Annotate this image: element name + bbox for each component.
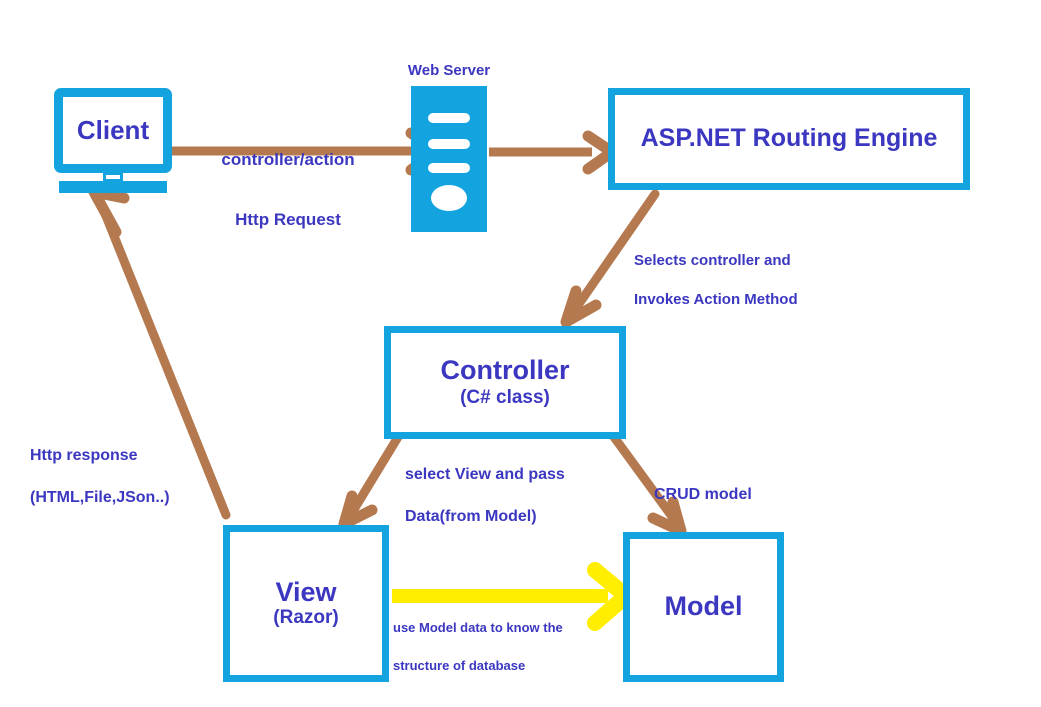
- label-structure-of-database: structure of database: [393, 657, 526, 673]
- view-node[interactable]: View (Razor): [223, 525, 389, 682]
- server-slot-3: [428, 163, 470, 173]
- arrow-controller-to-view: [338, 432, 403, 530]
- label-view-to-model: use Model data to know the structure of …: [393, 600, 563, 694]
- server-rack-icon[interactable]: [411, 86, 487, 232]
- client-label: Client: [76, 115, 150, 145]
- server-indicator-icon: [431, 185, 467, 211]
- label-routing-to-controller: Selects controller and Invokes Action Me…: [634, 231, 798, 330]
- label-controller-to-model: CRUD model: [654, 463, 752, 526]
- label-controller-to-view: select View and pass Data(from Model): [405, 443, 565, 549]
- label-http-response: Http response: [30, 447, 138, 465]
- label-use-model-data: use Model data to know the: [393, 619, 563, 635]
- monitor-base-icon: [59, 181, 167, 193]
- label-client-to-server: controller/action Http Request: [198, 127, 378, 254]
- routing-engine-label: ASP.NET Routing Engine: [640, 124, 938, 153]
- model-title: Model: [664, 591, 743, 622]
- label-view-to-client: Http response (HTML,File,JSon..): [30, 424, 170, 530]
- label-invokes-action: Invokes Action Method: [634, 291, 798, 309]
- label-http-request: Http Request: [235, 210, 341, 230]
- server-slot-2: [428, 139, 470, 149]
- web-server-label: Web Server: [407, 62, 491, 79]
- controller-title: Controller: [440, 355, 570, 386]
- label-select-view: select View and pass: [405, 466, 565, 484]
- controller-node[interactable]: Controller (C# class): [384, 326, 626, 439]
- controller-subtitle: (C# class): [460, 386, 550, 408]
- server-slot-1: [428, 113, 470, 123]
- routing-engine-node[interactable]: ASP.NET Routing Engine: [608, 88, 970, 190]
- monitor-icon: [54, 88, 172, 173]
- arrow-server-to-routing: [489, 130, 618, 175]
- label-http-response-types: (HTML,File,JSon..): [30, 489, 170, 507]
- label-pass-data: Data(from Model): [405, 508, 537, 526]
- label-selects-controller: Selects controller and: [634, 251, 791, 269]
- client-node[interactable]: Client: [54, 88, 172, 198]
- view-subtitle: (Razor): [273, 607, 339, 629]
- model-node[interactable]: Model: [623, 532, 784, 682]
- label-controller-action: controller/action: [221, 150, 355, 170]
- monitor-neck-gap: [106, 175, 120, 179]
- label-crud-model: CRUD model: [654, 486, 752, 504]
- view-title: View: [275, 576, 337, 607]
